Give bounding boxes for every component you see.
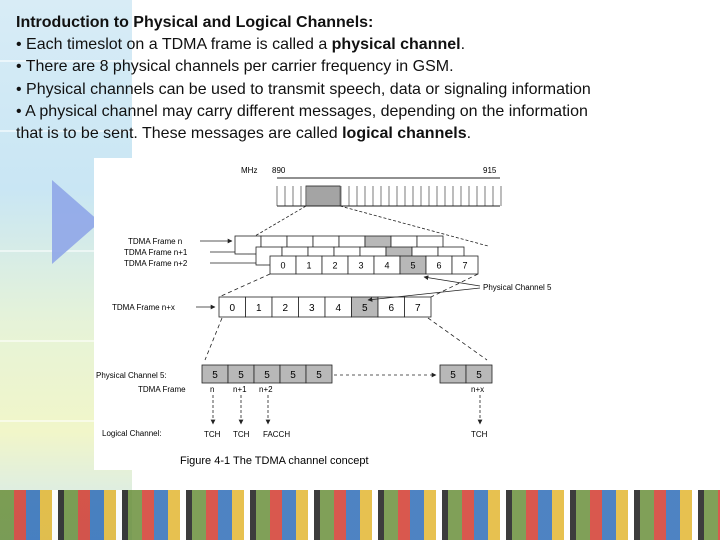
pc5-cell-label: 5 xyxy=(264,370,270,381)
logical-channel-tch-1: TCH xyxy=(204,430,221,439)
frame-label-nx: TDMA Frame n+x xyxy=(112,303,175,312)
bullet-2: • There are 8 physical channels per carr… xyxy=(16,58,454,76)
slot-label-6: 6 xyxy=(388,303,394,314)
slot-label-1: 1 xyxy=(306,261,311,271)
slot-label-3: 3 xyxy=(309,303,315,314)
slot-label-4: 4 xyxy=(335,303,341,314)
slot-label-2: 2 xyxy=(282,303,288,314)
slot-label-0: 0 xyxy=(229,303,235,314)
logical-channel-label: Logical Channel: xyxy=(102,429,162,438)
slot-cell xyxy=(404,296,432,318)
pc5-row-label: Physical Channel 5: xyxy=(96,371,167,380)
logical-channel-tch-x: TCH xyxy=(471,430,488,439)
logical-channel-tch-2: TCH xyxy=(233,430,250,439)
mhz-label: MHz xyxy=(241,166,257,175)
bullet-4-continued: that is to be sent. These messages are c… xyxy=(16,125,472,143)
decorative-triangle-icon xyxy=(52,180,100,264)
pc5-cell xyxy=(305,364,333,384)
slot-label-7: 7 xyxy=(462,261,467,271)
slot-label-2: 2 xyxy=(332,261,337,271)
frame-tick-n: n xyxy=(210,385,214,394)
pc5-cell-label: 5 xyxy=(212,370,218,381)
freq-end-label: 915 xyxy=(483,166,497,175)
pc5-cell-label: 5 xyxy=(316,370,322,381)
slot-label-3: 3 xyxy=(358,261,363,271)
slot-label-7: 7 xyxy=(415,303,421,314)
slide-heading: Introduction to Physical and Logical Cha… xyxy=(16,14,374,31)
physical-channel-5-label: Physical Channel 5 xyxy=(483,283,552,292)
decorative-bottom-strip xyxy=(0,490,720,540)
figure-caption: Figure 4-1 The TDMA channel concept xyxy=(180,455,369,467)
pc5-cell-label: 5 xyxy=(450,370,456,381)
pc5-cell-label: 5 xyxy=(290,370,296,381)
pc5-cell-label: 5 xyxy=(238,370,244,381)
slot-label-5: 5 xyxy=(410,261,415,271)
frame-label-n2: TDMA Frame n+2 xyxy=(124,259,188,268)
slot-label-1: 1 xyxy=(256,303,262,314)
pc5-cell xyxy=(465,364,493,384)
tdma-frame-nx: 0 1 2 3 4 5 6 7 xyxy=(218,273,479,318)
tdma-frame-n2: 0 1 2 3 4 5 6 7 xyxy=(269,255,479,275)
physical-channel-5-row: 5 5 5 5 5 5 5 xyxy=(201,364,493,384)
pc5-cell-label: 5 xyxy=(476,370,482,381)
slot-label-4: 4 xyxy=(384,261,389,271)
bullet-1: • Each timeslot on a TDMA frame is calle… xyxy=(16,36,466,54)
frame-tick-n2: n+2 xyxy=(259,385,273,394)
slide-text: Introduction to Physical and Logical Cha… xyxy=(16,12,706,145)
slot-label-0: 0 xyxy=(280,261,285,271)
logical-channel-facch: FACCH xyxy=(263,430,290,439)
frame-label-n1: TDMA Frame n+1 xyxy=(124,248,188,257)
freq-start-label: 890 xyxy=(272,166,286,175)
frame-tick-n1: n+1 xyxy=(233,385,247,394)
bullet-3: • Physical channels can be used to trans… xyxy=(16,80,591,98)
tdma-frame-stack: 0 1 2 3 4 5 6 7 xyxy=(234,235,479,275)
frame-tick-nx: n+x xyxy=(471,385,484,394)
tdma-frame-row-label: TDMA Frame xyxy=(138,385,186,394)
slot-label-6: 6 xyxy=(436,261,441,271)
frame-label-n: TDMA Frame n xyxy=(128,237,182,246)
slot-cell xyxy=(451,255,479,275)
bullet-4: • A physical channel may carry different… xyxy=(16,102,588,120)
slot-label-5: 5 xyxy=(362,303,368,314)
